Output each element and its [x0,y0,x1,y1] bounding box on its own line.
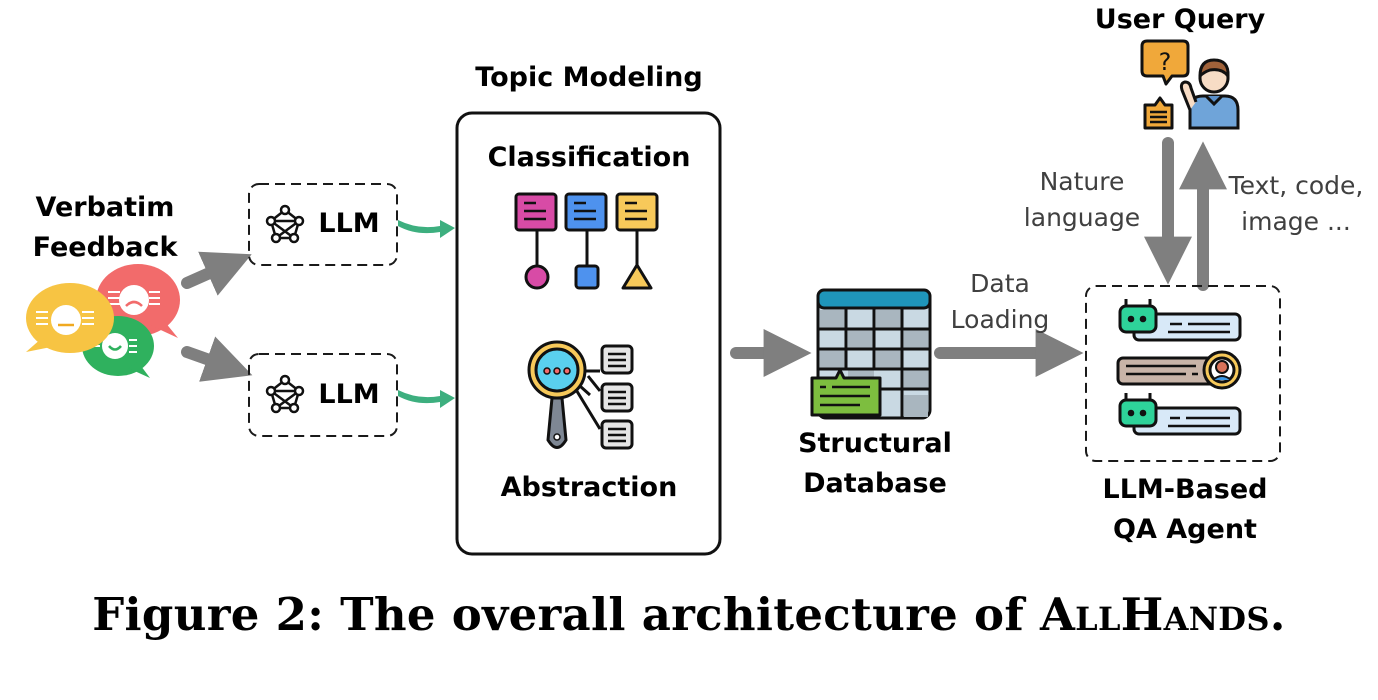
abstraction-label: Abstraction [500,472,678,503]
user-question-icon: ? [1140,39,1240,130]
classification-cards-icon [514,192,659,290]
neural-network-icon [265,374,305,414]
figure-caption: Figure 2: The overall architecture of Al… [92,588,1286,641]
classification-label: Classification [487,142,691,173]
magnifier-summary-icon [527,340,634,450]
topic-modeling-box [455,111,722,556]
verbatim-feedback-label: Verbatim Feedback [32,192,178,263]
qa-agent-label: LLM-Based QA Agent [1102,474,1268,545]
user-query-label: User Query [1094,4,1266,35]
arrow-llm-1-to-topic-modeling [398,220,455,238]
nature-language-label: Nature language [1023,167,1141,232]
neural-network-icon [265,204,305,244]
arrow-llm-2-to-topic-modeling [398,390,455,408]
llm-box-1 [248,183,398,266]
llm-label-2: LLM [318,379,380,410]
data-loading-label: Data Loading [950,269,1050,334]
feedback-bubbles-icon [26,264,180,378]
topic-modeling-title: Topic Modeling [475,62,703,93]
system-name: AllHands [1039,588,1270,641]
arrow-feedback-to-llm-1 [181,251,252,296]
svg-text:?: ? [1159,48,1172,76]
neutral-bubble [26,283,114,353]
chatbot-conversation-icon [1116,299,1242,436]
arrow-feedback-to-llm-2 [181,336,253,382]
agent-box [1085,285,1281,462]
llm-box-2 [248,353,398,437]
table-database-icon [810,288,932,420]
structural-database-label: Structural Database [798,428,952,499]
llm-label-1: LLM [318,208,380,239]
output-types-label: Text, code, image ... [1228,171,1364,236]
